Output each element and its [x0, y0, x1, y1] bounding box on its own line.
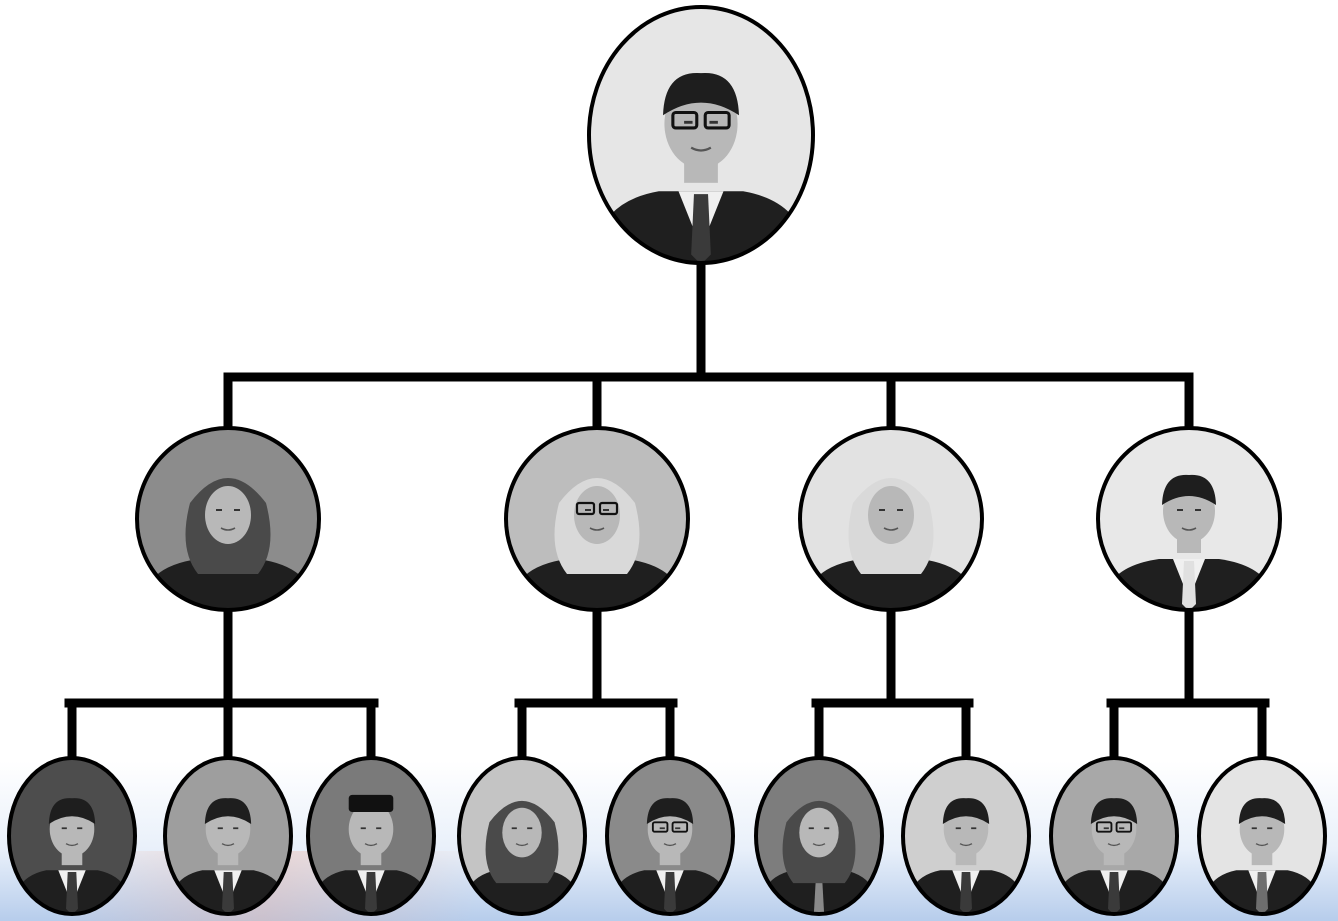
portrait-frame	[163, 756, 293, 916]
portrait-frame	[1049, 756, 1179, 916]
glasses-right-lens	[671, 821, 689, 833]
glasses-left-lens	[651, 821, 669, 833]
mouth	[515, 843, 529, 847]
mouth	[690, 146, 712, 152]
cap	[348, 794, 394, 812]
hair	[1090, 798, 1138, 824]
glasses-right-lens	[1115, 821, 1133, 833]
portrait-frame	[587, 5, 815, 265]
portrait-s6	[754, 756, 884, 916]
tie	[1108, 872, 1120, 914]
glasses-left-lens	[671, 110, 699, 130]
face	[868, 486, 914, 544]
tie	[1182, 561, 1196, 610]
mouth	[65, 843, 79, 847]
hair	[48, 798, 96, 824]
portrait-s1	[7, 756, 137, 916]
portrait-s5	[605, 756, 735, 916]
portrait-m3	[798, 426, 984, 612]
portrait-m1	[135, 426, 321, 612]
tie	[365, 872, 377, 914]
portrait-top	[587, 5, 815, 265]
hair	[646, 798, 694, 824]
hair	[1238, 798, 1286, 824]
face	[574, 486, 620, 544]
portrait-frame	[1197, 756, 1327, 916]
portrait-frame	[7, 756, 137, 916]
tie	[960, 872, 972, 914]
tie	[691, 194, 711, 263]
portrait-nodes	[7, 5, 1327, 916]
portrait-frame	[605, 756, 735, 916]
hair	[942, 798, 990, 824]
face	[348, 801, 394, 857]
mouth	[883, 527, 899, 531]
portrait-s2	[163, 756, 293, 916]
hair	[204, 798, 252, 824]
glasses-left-lens	[575, 501, 596, 516]
mouth	[589, 527, 605, 531]
face	[799, 807, 839, 858]
connector-lines	[64, 258, 1270, 763]
mouth	[220, 527, 236, 531]
tie	[813, 883, 825, 914]
portrait-frame	[798, 426, 984, 612]
hair	[663, 72, 739, 116]
mouth	[663, 843, 677, 847]
face	[502, 807, 542, 858]
glasses-right-lens	[703, 110, 731, 130]
mouth	[221, 843, 235, 847]
portrait-m4	[1096, 426, 1282, 612]
portrait-s7	[901, 756, 1031, 916]
face	[205, 486, 251, 544]
portrait-frame	[504, 426, 690, 612]
portrait-s9	[1197, 756, 1327, 916]
portrait-frame	[457, 756, 587, 916]
tie	[1256, 872, 1268, 914]
portrait-s4	[457, 756, 587, 916]
mouth	[1181, 527, 1197, 531]
portrait-m2	[504, 426, 690, 612]
mouth	[812, 843, 826, 847]
mouth	[959, 843, 973, 847]
glasses-left-lens	[1095, 821, 1113, 833]
glasses-right-lens	[598, 501, 619, 516]
tie	[66, 872, 78, 914]
portrait-frame	[901, 756, 1031, 916]
tie	[664, 872, 676, 914]
portrait-s8	[1049, 756, 1179, 916]
hair	[1162, 474, 1216, 505]
mouth	[364, 843, 378, 847]
portrait-frame	[306, 756, 436, 916]
portrait-frame	[1096, 426, 1282, 612]
portrait-frame	[135, 426, 321, 612]
mouth	[1255, 843, 1269, 847]
tie	[222, 872, 234, 914]
portrait-s3	[306, 756, 436, 916]
portrait-frame	[754, 756, 884, 916]
mouth	[1107, 843, 1121, 847]
